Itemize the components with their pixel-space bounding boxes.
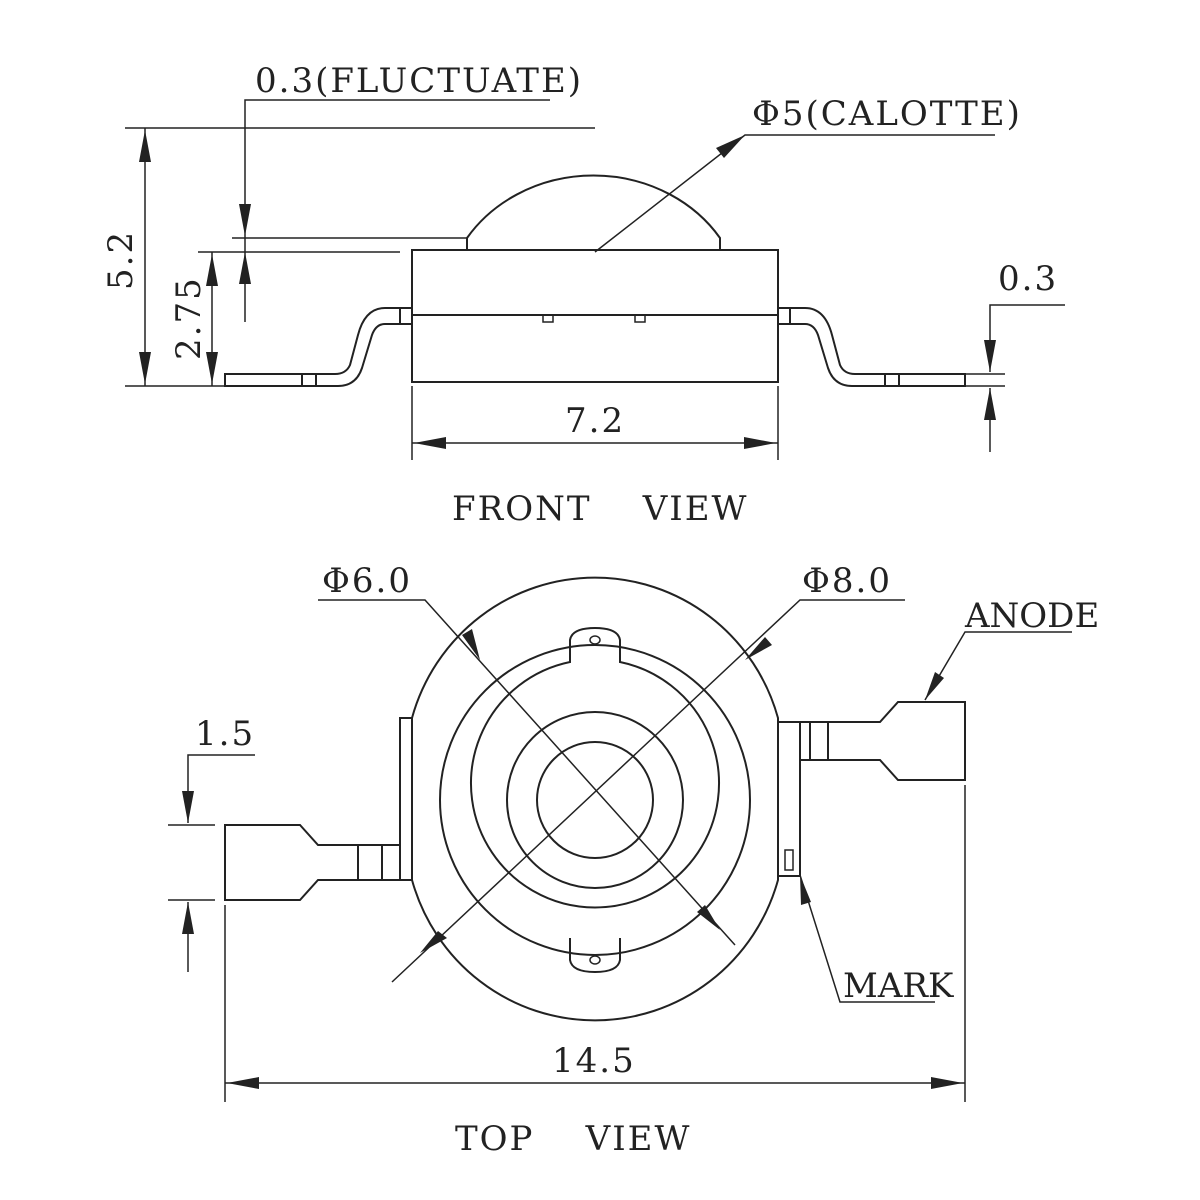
lens-inner: [536, 741, 654, 859]
mark-label: MARK: [843, 966, 954, 1006]
front-view: 5.2 2.75 0.3(FLUCTUATE) Φ5(CALOTTE) 7.2 …: [101, 61, 1065, 529]
dim-lead-width: 1.5: [195, 714, 255, 754]
body-tab: [542, 314, 554, 323]
inner-ring-with-notches: [470, 626, 720, 974]
anode-label: ANODE: [964, 596, 1099, 636]
dim-height-body: 2.75: [169, 276, 209, 360]
dim-inner-dia: Φ6.0: [322, 561, 412, 601]
lens-ring: [506, 711, 684, 889]
reflector-ring: [439, 644, 751, 956]
dim-lead-thickness: 0.3: [998, 259, 1058, 299]
dim-calotte: Φ5(CALOTTE): [752, 94, 1022, 134]
dim-height-total: 5.2: [101, 230, 141, 290]
front-view-label: FRONT VIEW: [452, 489, 748, 529]
outer-housing: [411, 576, 779, 1022]
dim-width: 7.2: [565, 401, 625, 441]
top-view: Φ6.0 Φ8.0 1.5 14.5 ANODE MARK TOP VIEW: [168, 561, 1099, 1159]
left-lead: [224, 307, 412, 387]
cathode-lead: [224, 824, 400, 901]
dim-total-length: 14.5: [552, 1041, 636, 1081]
right-lead: [778, 307, 966, 387]
dome-lens: [466, 174, 721, 250]
body-tab: [634, 314, 646, 323]
dim-outer-dia: Φ8.0: [802, 561, 892, 601]
top-view-label: TOP VIEW: [455, 1119, 691, 1159]
dim-fluctuate: 0.3(FLUCTUATE): [255, 61, 583, 101]
anode-lead: [800, 701, 966, 781]
polarity-mark: [784, 849, 794, 871]
